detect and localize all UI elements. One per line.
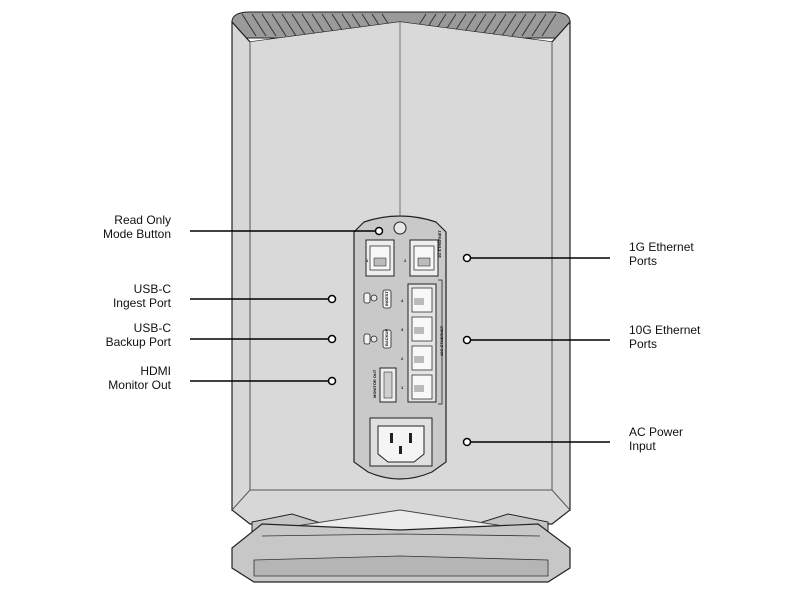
- port-number-10g-2: 2: [401, 356, 404, 361]
- usb-c-ingest-port[interactable]: [363, 289, 392, 309]
- ten-g-ethernet-ports[interactable]: [407, 279, 443, 405]
- ingest-text: INGEST: [384, 291, 389, 306]
- read-only-label: Read Only Mode Button: [102, 213, 171, 241]
- ac-power-label: AC Power Input: [629, 425, 684, 453]
- read-only-mode-button[interactable]: [393, 221, 407, 235]
- monitor-out-text: MONITOR OUT: [372, 369, 377, 398]
- port-number-10g-4: 4: [401, 298, 404, 303]
- ten-g-ethernet-label: 10G Ethernet Ports: [629, 323, 701, 351]
- hdmi-monitor-out-port[interactable]: [379, 367, 397, 403]
- port-number-10g-3: 3: [401, 327, 404, 332]
- usb-c-backup-label: USB-C Backup Port: [105, 321, 171, 349]
- one-g-ethernet-ports[interactable]: [365, 239, 439, 277]
- port-number-10g-1: 1: [401, 385, 404, 390]
- port-number-1g-left: 1: [366, 258, 369, 263]
- port-panel: [353, 215, 447, 480]
- backup-text: BACKUP: [384, 329, 389, 346]
- ten-g-ethernet-text: 10G ETHERNET: [439, 325, 444, 356]
- one-g-ethernet-label: 1G Ethernet Ports: [629, 240, 694, 268]
- usb-c-ingest-label: USB-C Ingest Port: [112, 282, 171, 310]
- one-g-ethernet-text: 1G ETHERNET: [437, 229, 442, 258]
- device-stand: [231, 509, 571, 583]
- usb-c-backup-port[interactable]: [363, 329, 392, 349]
- port-number-1g-right: 2: [404, 258, 407, 263]
- callout-lines: [190, 226, 610, 447]
- hdmi-label: HDMI Monitor Out: [108, 364, 171, 392]
- ac-power-input[interactable]: [369, 417, 433, 467]
